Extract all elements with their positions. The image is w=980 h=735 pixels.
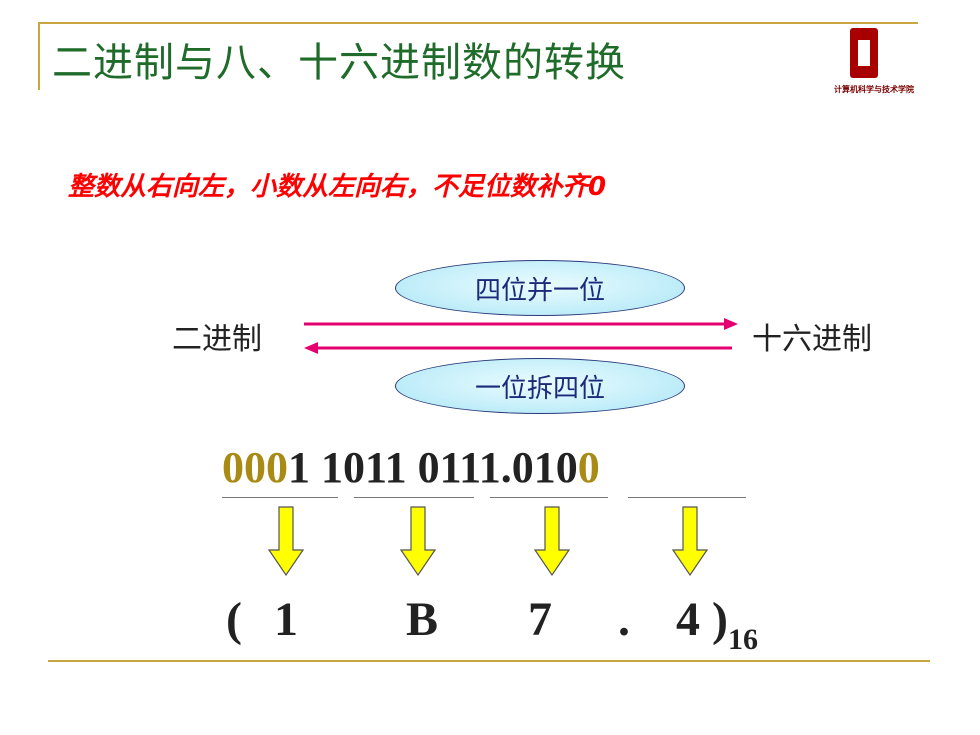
conversion-arrows — [304, 318, 738, 354]
group1-padding: 000 — [222, 443, 288, 492]
group3-digits: 0111 — [417, 443, 501, 492]
group1-digits: 1 — [288, 443, 310, 492]
page-title: 二进制与八、十六进制数的转换 — [52, 40, 626, 86]
binary-number: 0001 1011 0111.0100 — [222, 442, 600, 493]
group2-digits: 1011 — [321, 443, 407, 492]
hex-digit-3: 7 — [528, 593, 552, 646]
down-arrow-icon — [672, 506, 708, 576]
hex-close-paren: )16 — [712, 592, 758, 657]
hex-base-subscript: 16 — [727, 623, 758, 656]
group3-underline — [490, 497, 608, 498]
hex-open-paren: ( — [226, 593, 242, 646]
hex-close-paren-text: ) — [712, 593, 728, 646]
split-bubble: 一位拆四位 — [395, 358, 685, 414]
hex-point: . — [618, 593, 630, 646]
bottom-rule — [48, 660, 930, 662]
hex-digit-1: 1 — [274, 593, 298, 646]
hex-digit-2: B — [406, 593, 439, 646]
title-left-rule — [38, 22, 40, 90]
binary-point: . — [500, 443, 512, 492]
padding-rule-text: 整数从右向左，小数从左向右，不足位数补齐0 — [68, 172, 607, 202]
binary-label: 二进制 — [172, 322, 262, 357]
merge-bubble: 四位并一位 — [395, 260, 685, 316]
space — [407, 443, 418, 492]
down-arrow-icon — [534, 506, 570, 576]
group4-underline — [628, 497, 746, 498]
logo-text: 计算机科学与技术学院 — [834, 85, 914, 94]
down-arrow-icon — [268, 506, 304, 576]
hex-digit-4: 4 — [676, 593, 700, 646]
right-arrow-icon — [304, 318, 738, 330]
down-arrow-icon — [400, 506, 436, 576]
group4-digits: 010 — [511, 443, 578, 492]
group1-underline — [222, 497, 338, 498]
split-bubble-text: 一位拆四位 — [474, 373, 605, 404]
group4-padding: 0 — [577, 443, 600, 492]
space — [310, 443, 321, 492]
left-arrow-icon — [304, 342, 732, 354]
group2-underline — [354, 497, 474, 498]
merge-bubble-text: 四位并一位 — [474, 275, 605, 306]
college-logo: 计算机科学与技术学院 — [820, 28, 928, 108]
hex-label: 十六进制 — [752, 322, 872, 357]
title-top-rule — [38, 22, 918, 24]
logo-mark-icon — [850, 28, 878, 78]
